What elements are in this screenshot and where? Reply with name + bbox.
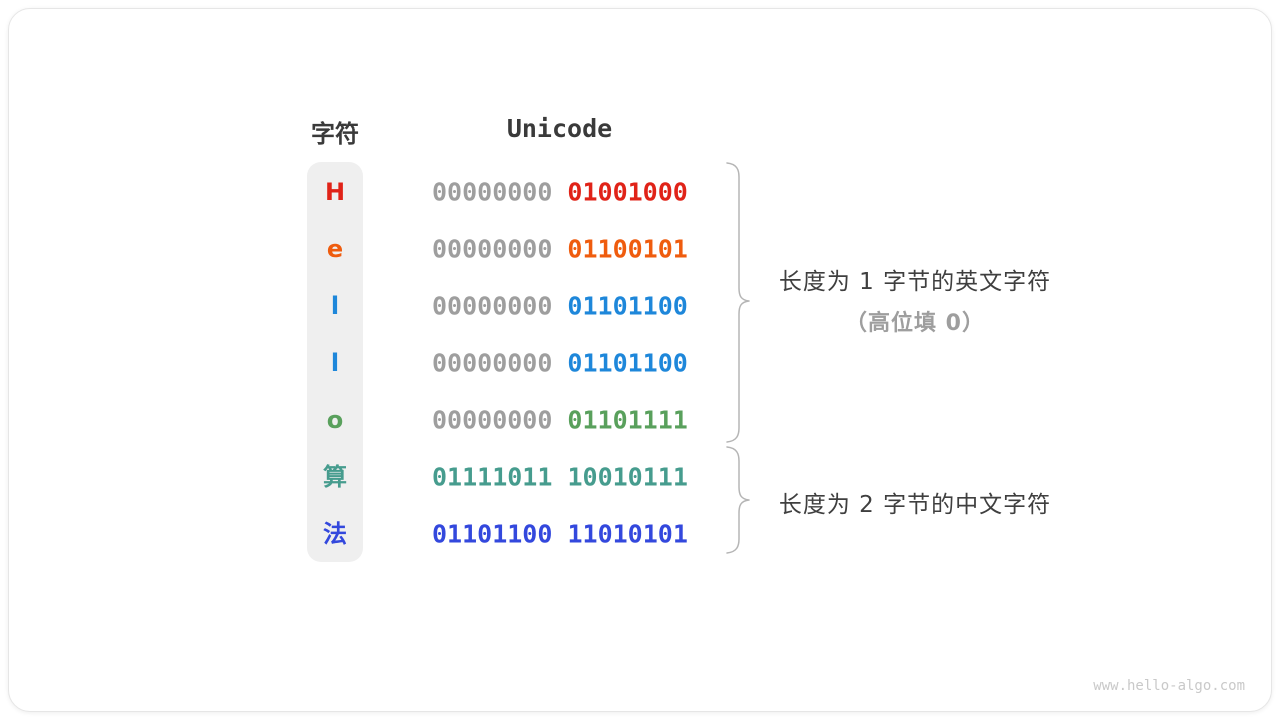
char-cell: e <box>326 234 344 263</box>
binary-low-byte: 01100101 <box>567 234 688 263</box>
char-cell: 法 <box>323 519 347 548</box>
unicode-binary: 00000000 01101100 <box>432 293 688 318</box>
table-row: l 00000000 01101100 <box>0 277 1280 334</box>
unicode-binary: 00000000 01101100 <box>432 350 688 375</box>
table-row: l 00000000 01101100 <box>0 334 1280 391</box>
binary-low-byte: 01001000 <box>567 177 688 206</box>
binary-low-byte: 01101100 <box>567 348 688 377</box>
binary-high-byte: 00000000 <box>432 291 553 320</box>
unicode-binary: 01111011 10010111 <box>432 464 688 489</box>
char-cell: H <box>324 177 346 206</box>
char-cell: l <box>330 291 340 320</box>
binary-high-byte: 00000000 <box>432 405 553 434</box>
unicode-binary: 00000000 01101111 <box>432 407 688 432</box>
char-cell: o <box>326 405 344 434</box>
annotation-english-line1: 长度为 1 字节的英文字符 <box>778 269 1052 295</box>
watermark: www.hello-algo.com <box>1093 678 1245 694</box>
table-row: o 00000000 01101111 <box>0 391 1280 448</box>
table-row: 算 01111011 10010111 <box>0 448 1280 505</box>
table-row: 法 01101100 11010101 <box>0 505 1280 562</box>
binary-two-bytes: 01111011 10010111 <box>432 462 688 491</box>
figure-card <box>8 8 1272 712</box>
column-header-unicode: Unicode <box>506 114 613 143</box>
char-column-background <box>307 162 363 562</box>
unicode-binary: 00000000 01001000 <box>432 179 688 204</box>
binary-high-byte: 00000000 <box>432 177 553 206</box>
unicode-binary: 00000000 01100101 <box>432 236 688 261</box>
binary-high-byte: 00000000 <box>432 234 553 263</box>
table-row: e 00000000 01100101 <box>0 220 1280 277</box>
char-cell: 算 <box>323 462 347 491</box>
binary-high-byte: 00000000 <box>432 348 553 377</box>
table-row: H 00000000 01001000 <box>0 163 1280 220</box>
binary-low-byte: 01101111 <box>567 405 688 434</box>
unicode-binary: 01101100 11010101 <box>432 521 688 546</box>
column-header-char: 字符 <box>311 120 359 148</box>
binary-low-byte: 01101100 <box>567 291 688 320</box>
char-cell: l <box>330 348 340 377</box>
annotation-chinese-chars: 长度为 2 字节的中文字符 <box>778 492 1052 518</box>
annotation-english-chars: 长度为 1 字节的英文字符 （高位填 0） <box>765 262 1065 337</box>
binary-two-bytes: 01101100 11010101 <box>432 519 688 548</box>
annotation-english-line2: （高位填 0） <box>845 311 985 336</box>
